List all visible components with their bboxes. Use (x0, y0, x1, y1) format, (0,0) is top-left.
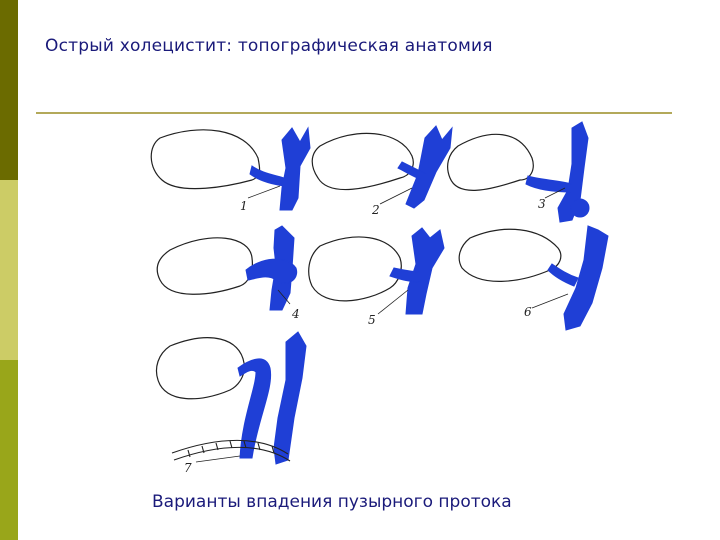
gallbladder-3 (447, 133, 534, 191)
duct-3-cystic (525, 175, 573, 193)
duct-5-cystic (389, 267, 423, 283)
side-accent-strip (0, 0, 18, 540)
cystic-duct-variants-figure: 1 2 3 4 5 6 7 (150, 121, 609, 475)
duct-1-cystic (249, 165, 285, 187)
duct-3-main (557, 121, 589, 223)
duct-7-cystic (237, 358, 272, 459)
strip-segment-light (0, 180, 18, 360)
variant-label-7: 7 (184, 461, 192, 475)
slide-title: Острый холецистит: топографическая анато… (45, 36, 493, 56)
duct-1-main (279, 126, 311, 211)
variant-label-4: 4 (291, 307, 300, 321)
duct-2-cystic (397, 161, 427, 181)
strip-segment-dark (0, 0, 18, 180)
duct-5-main (405, 227, 445, 315)
duct-7-main (273, 331, 307, 465)
duct-6-cystic (547, 263, 579, 287)
variant-label-2: 2 (371, 203, 380, 217)
gallbladder-6 (458, 228, 562, 282)
duct-2-main (405, 125, 453, 209)
strip-segment-mid (0, 360, 18, 540)
title-divider (36, 112, 672, 114)
gallbladder-5 (308, 236, 402, 302)
gallbladder-2 (311, 132, 414, 191)
gallbladder-4 (156, 237, 253, 295)
duct-6-main (563, 225, 609, 331)
variant-label-5: 5 (368, 313, 376, 327)
gallbladder-7 (155, 337, 245, 400)
duct-4-cystic (245, 258, 298, 284)
figure-caption: Варианты впадения пузырного протока (152, 492, 512, 512)
hatched-band-7 (171, 439, 291, 462)
variant-label-1: 1 (240, 199, 248, 213)
gallbladder-1 (150, 129, 261, 190)
duct-3-loop (570, 198, 590, 218)
variant-label-6: 6 (524, 305, 532, 319)
variant-label-3: 3 (538, 197, 546, 211)
